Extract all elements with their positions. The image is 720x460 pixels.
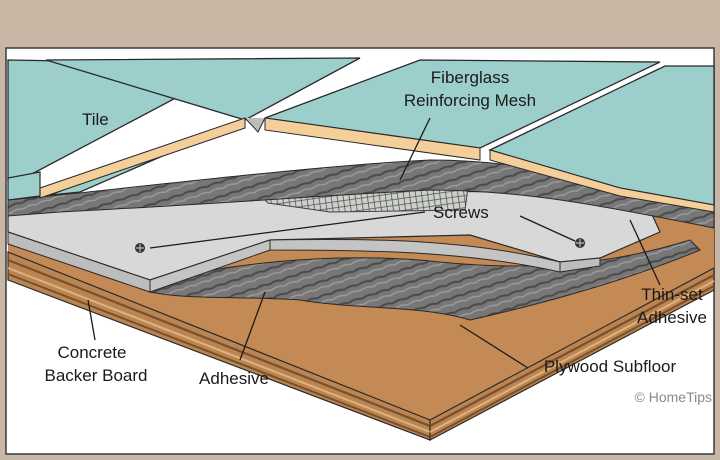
thinset-layer xyxy=(7,159,715,229)
label-plywood-subfloor: Plywood Subfloor xyxy=(544,357,677,376)
label-backer-line2: Backer Board xyxy=(45,366,148,385)
label-thinset-line2: Adhesive xyxy=(637,308,707,327)
concrete-backer-board xyxy=(7,189,661,293)
label-adhesive: Adhesive xyxy=(199,369,269,388)
tiles xyxy=(7,57,715,213)
screw-left-icon xyxy=(135,243,145,253)
label-screws: Screws xyxy=(433,203,489,222)
label-thinset-line1: Thin-set xyxy=(641,285,703,304)
screw-right-icon xyxy=(575,238,585,248)
label-mesh-line1: Fiberglass xyxy=(431,68,509,87)
label-backer-line1: Concrete xyxy=(58,343,127,362)
leader-lines xyxy=(87,117,661,369)
watermark-hometips: © HomeTips xyxy=(635,389,712,405)
label-tile: Tile xyxy=(82,110,109,129)
label-mesh-line2: Reinforcing Mesh xyxy=(404,91,536,110)
adhesive-layer xyxy=(138,239,701,321)
